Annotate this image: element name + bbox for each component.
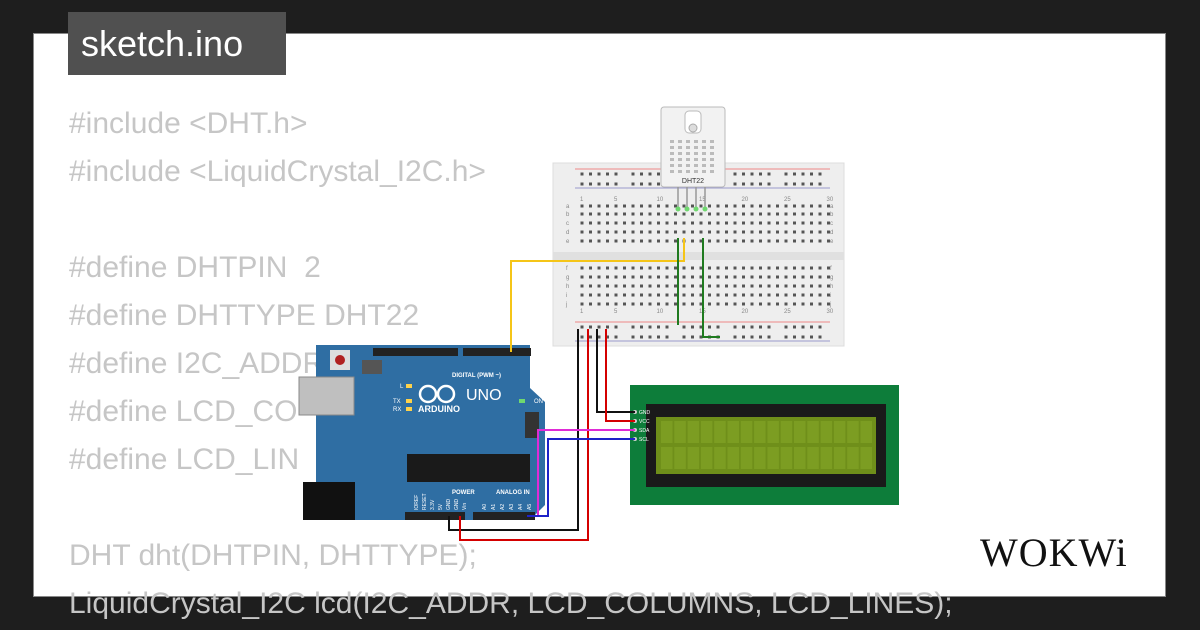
code-line: #include <DHT.h> bbox=[69, 107, 308, 140]
breadboard-col-label: 5 bbox=[614, 309, 618, 315]
breadboard-row-label: h bbox=[566, 284, 569, 290]
breadboard-row-label: e bbox=[566, 239, 570, 245]
on-label: ON bbox=[534, 399, 543, 405]
power-pin-label: Vin bbox=[462, 503, 468, 510]
model-label: UNO bbox=[466, 387, 502, 404]
wire-gnd-green bbox=[702, 238, 720, 338]
breadboard-col-label: 15 bbox=[699, 197, 706, 203]
code-line: #include <LiquidCrystal_I2C.h> bbox=[69, 155, 486, 188]
wire-data-yellow bbox=[510, 238, 685, 352]
breadboard-row-label: b bbox=[830, 212, 834, 218]
code-line: #define LCD_LIN bbox=[69, 443, 300, 476]
breadboard-row-label: g bbox=[566, 275, 569, 281]
power-pin-label: 3.3V bbox=[430, 499, 436, 510]
lcd-display[interactable]: GND VCC SDA SCL bbox=[630, 385, 899, 505]
power-pin-label: 5V bbox=[438, 503, 444, 510]
breadboard-row-label: g bbox=[830, 275, 833, 281]
wire-lcd-gnd bbox=[596, 329, 635, 413]
breadboard-row-label: a bbox=[566, 204, 570, 210]
breadboard-row-label: i bbox=[566, 293, 567, 299]
breadboard-row-label: f bbox=[830, 266, 832, 272]
brand-label: ARDUINO bbox=[418, 404, 460, 414]
breadboard-col-label: 30 bbox=[827, 197, 834, 203]
file-tab[interactable]: sketch.ino bbox=[68, 12, 286, 75]
analog-pin-label: A3 bbox=[509, 504, 515, 510]
lcd-pin-label: SDA bbox=[639, 428, 650, 434]
file-tab-label: sketch.ino bbox=[81, 23, 244, 64]
breadboard-row-label: b bbox=[566, 212, 570, 218]
power-pin-label: GND bbox=[446, 499, 452, 511]
led-rx: RX bbox=[393, 407, 401, 413]
breadboard-col-label: 20 bbox=[742, 309, 749, 315]
breadboard-row-label: a bbox=[830, 204, 834, 210]
wires bbox=[448, 238, 720, 541]
analog-pin-label: A5 bbox=[527, 504, 533, 510]
code-line: #define DHTPIN 2 bbox=[69, 251, 321, 284]
wire-5v-red bbox=[459, 329, 589, 541]
code-line: LiquidCrystal_I2C lcd(I2C_ADDR, LCD_COLU… bbox=[69, 587, 953, 620]
dht22-label: DHT22 bbox=[682, 178, 704, 185]
analog-pin-label: A1 bbox=[491, 504, 497, 510]
led-l: L bbox=[400, 384, 404, 390]
analog-pin-label: A0 bbox=[482, 504, 488, 510]
breadboard-col-label: 5 bbox=[614, 197, 618, 203]
breadboard-row-label: e bbox=[830, 239, 834, 245]
power-pin-label: IOREF bbox=[414, 495, 420, 510]
breadboard-row-label: f bbox=[566, 266, 568, 272]
digital-label: DIGITAL (PWM ~) bbox=[452, 373, 501, 379]
dht22-sensor[interactable]: DHT22 bbox=[660, 106, 726, 212]
breadboard-col-label: 30 bbox=[827, 309, 834, 315]
analog-pin-label: A2 bbox=[500, 504, 506, 510]
led-tx: TX bbox=[393, 399, 401, 405]
arduino-uno[interactable]: DIGITAL (PWM ~) UNO ARDUINO L TX RX ON P… bbox=[298, 345, 545, 520]
code-line: #define DHTTYPE DHT22 bbox=[69, 299, 420, 332]
power-label: POWER bbox=[452, 490, 475, 496]
breadboard-row-label: i bbox=[830, 293, 831, 299]
wokwi-logo-text: WOKWi bbox=[980, 530, 1128, 575]
analog-pin-label: A4 bbox=[518, 504, 524, 510]
lcd-pin-label: GND bbox=[639, 410, 651, 416]
breadboard-col-label: 1 bbox=[580, 309, 584, 315]
lcd-pin-label: SCL bbox=[639, 437, 649, 443]
breadboard-row-label: h bbox=[830, 284, 833, 290]
breadboard-col-label: 10 bbox=[657, 309, 664, 315]
breadboard-col-label: 20 bbox=[742, 197, 749, 203]
breadboard-row-label: c bbox=[566, 221, 569, 227]
wire-lcd-sda bbox=[537, 429, 635, 516]
code-line: #define I2C_ADDR bbox=[69, 347, 325, 380]
breadboard-col-label: 25 bbox=[784, 197, 791, 203]
preview-card: #include <DHT.h> #include <LiquidCrystal_… bbox=[33, 33, 1166, 620]
wire-lcd-vcc bbox=[605, 329, 635, 422]
wokwi-logo[interactable]: WOKWi bbox=[978, 528, 1148, 576]
analog-label: ANALOG IN bbox=[496, 490, 530, 496]
breadboard-row-label: d bbox=[830, 230, 833, 236]
code-line: #define LCD_CO bbox=[69, 395, 298, 428]
arduino-logo: UNO ARDUINO bbox=[418, 384, 502, 414]
breadboard-row-label: j bbox=[829, 302, 831, 308]
wire-lcd-scl bbox=[527, 438, 635, 517]
lcd-pin-label: VCC bbox=[639, 419, 650, 425]
breadboard-col-label: 1 bbox=[580, 197, 584, 203]
code-preview: #include <DHT.h> #include <LiquidCrystal_… bbox=[69, 100, 953, 628]
breadboard-row-label: j bbox=[565, 302, 567, 308]
breadboard-row-label: c bbox=[830, 221, 833, 227]
breadboard-col-label: 10 bbox=[657, 197, 664, 203]
breadboard-row-label: d bbox=[566, 230, 569, 236]
power-pin-label: GND bbox=[454, 499, 460, 511]
power-pin-label: RESET bbox=[422, 493, 428, 510]
code-line: DHT dht(DHTPIN, DHTTYPE); bbox=[69, 539, 477, 572]
breadboard-col-label: 25 bbox=[784, 309, 791, 315]
